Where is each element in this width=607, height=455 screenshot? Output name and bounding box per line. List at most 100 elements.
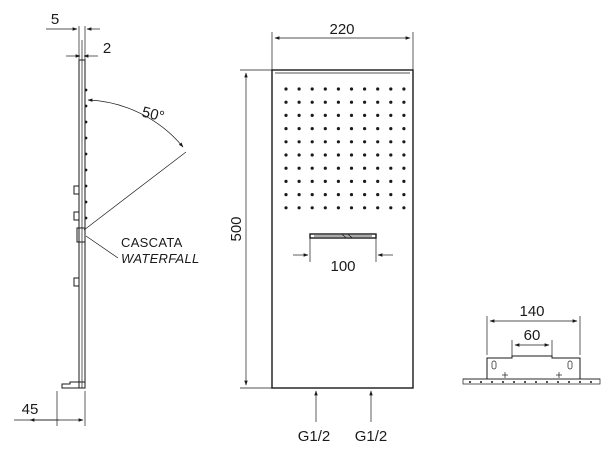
nozzle-dot: [284, 193, 288, 197]
nozzle-dot: [336, 153, 340, 157]
nozzle-dot: [284, 206, 288, 210]
nozzle-dot: [349, 153, 354, 157]
nozzle-dot: [323, 153, 327, 157]
nozzle-dot: [336, 193, 340, 197]
nozzle-dot: [310, 206, 314, 210]
nozzle-dot: [323, 140, 327, 144]
nozzle-dot: [376, 140, 380, 144]
inlet-right-label: G1/2: [355, 428, 388, 445]
nozzle-dot: [402, 113, 406, 117]
dim-bracket-outer: 140: [519, 303, 544, 320]
nozzle-dot: [284, 100, 288, 104]
nozzle-dot: [363, 179, 367, 183]
bracket-screw-marks: [502, 372, 562, 378]
nozzle-dot: [376, 179, 380, 183]
nozzle-dot: [402, 140, 406, 144]
bracket-dot: [502, 381, 504, 383]
side-view: 5 2: [14, 11, 199, 426]
nozzle-dot: [297, 166, 301, 170]
bracket-dot: [546, 381, 548, 383]
nozzle-dot: [349, 113, 354, 117]
nozzle-dot: [336, 166, 340, 170]
nozzle-dot: [336, 87, 340, 91]
bracket-dot: [480, 381, 482, 383]
nozzle-dot: [284, 113, 288, 117]
nozzle-dot: [376, 206, 380, 210]
nozzle-dot: [376, 153, 380, 157]
nozzle-dot: [376, 127, 380, 131]
nozzle-dot: [336, 140, 340, 144]
nozzle-dot: [310, 113, 314, 117]
bracket-slots: [491, 360, 573, 370]
nozzle-dot: [363, 100, 367, 104]
nozzle-dot: [376, 166, 380, 170]
dim-bracket-inner: 60: [524, 327, 541, 344]
nozzle-dot: [349, 127, 354, 131]
nozzle-dot: [336, 206, 340, 210]
nozzle-dot: [284, 127, 288, 131]
nozzle-dot: [323, 100, 327, 104]
nozzle-dot: [284, 153, 288, 157]
nozzle-dot: [323, 113, 327, 117]
bracket-profile: [462, 355, 601, 385]
nozzle-dot: [349, 100, 354, 104]
nozzle-dot: [310, 193, 314, 197]
nozzle-dot: [297, 206, 301, 210]
nozzle-dot: [402, 127, 406, 131]
dim-slot: 100: [330, 258, 355, 275]
bracket-dot: [579, 381, 581, 383]
front-panel: [271, 69, 414, 389]
nozzle-dot: [310, 87, 314, 91]
bracket-dot: [557, 381, 559, 383]
bracket-dot: [491, 381, 493, 383]
bracket-dot: [590, 381, 592, 383]
nozzle-dot: [297, 140, 301, 144]
waterfall-angle-indicator: 50°: [83, 98, 187, 231]
inlet-left-label: G1/2: [298, 428, 331, 445]
nozzle-dot: [349, 87, 354, 91]
angle-label: 50°: [140, 104, 166, 126]
nozzle-dot: [363, 153, 367, 157]
dim-height: 500: [228, 216, 245, 241]
nozzle-dot: [336, 127, 340, 131]
nozzle-dot: [376, 193, 380, 197]
nozzle-dot: [297, 100, 301, 104]
bracket-underside-dots: [469, 381, 592, 383]
nozzle-dot: [297, 127, 301, 131]
nozzle-dot: [310, 140, 314, 144]
nozzle-dot: [297, 113, 301, 117]
nozzle-dot: [376, 113, 380, 117]
nozzle-dot: [297, 87, 301, 91]
nozzle-dot: [323, 193, 327, 197]
nozzle-dot: [310, 179, 314, 183]
nozzle-dot: [376, 87, 380, 91]
nozzle-dot: [349, 179, 354, 183]
nozzle-dot: [363, 127, 367, 131]
nozzle-dot: [323, 206, 327, 210]
nozzle-dot: [349, 166, 354, 170]
nozzle-dot: [402, 193, 406, 197]
nozzle-dot: [310, 153, 314, 157]
nozzle-dot: [402, 179, 406, 183]
nozzle-dot: [363, 140, 367, 144]
dim-top-inner: 2: [103, 40, 111, 57]
nozzle-dot: [323, 166, 327, 170]
nozzle-marks: [84, 88, 88, 220]
bracket-dot: [469, 381, 471, 383]
nozzle-dot: [297, 153, 301, 157]
nozzle-dot: [389, 140, 393, 144]
nozzle-dot: [349, 206, 354, 210]
nozzle-dot: [402, 100, 406, 104]
nozzle-dot: [310, 166, 314, 170]
nozzle-dot: [389, 166, 393, 170]
nozzle-dot: [323, 127, 327, 131]
waterfall-slot: 100: [293, 233, 393, 275]
nozzle-dot: [402, 87, 406, 91]
nozzle-dot: [389, 113, 393, 117]
nozzle-dot: [363, 193, 367, 197]
side-panel-profile: [61, 59, 88, 389]
nozzle-dot: [363, 206, 367, 210]
nozzle-dot: [363, 87, 367, 91]
nozzle-dot: [284, 166, 288, 170]
